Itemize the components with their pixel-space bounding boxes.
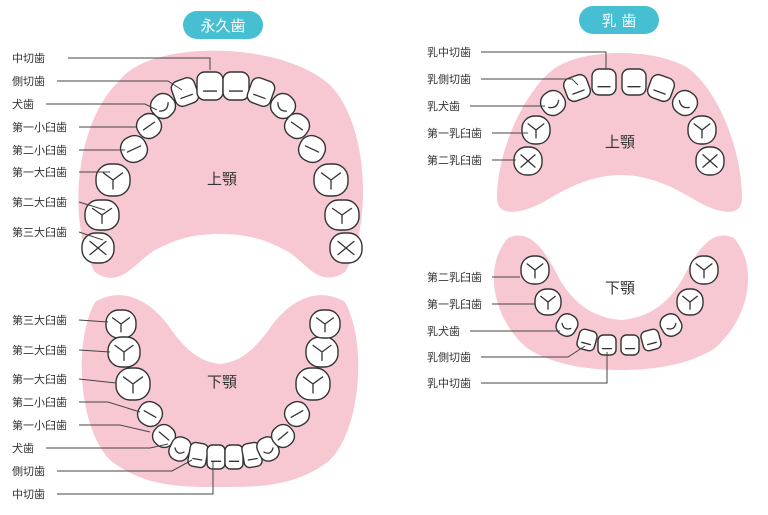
label-yl-lateral-incisor: 乳側切歯 [427,351,471,364]
label-yu-first-molar: 第一乳臼歯 [427,126,482,140]
label-yl-canine: 乳犬歯 [427,324,460,338]
yu-tooth-3 [562,73,592,103]
primary-lower-jaw-label: 下顎 [605,279,635,297]
label-pl-canine: 犬歯 [12,441,34,455]
label-pu-third-molar: 第三大臼歯 [12,225,67,239]
pl-tooth-15 [309,309,341,339]
yu-tooth-0 [513,146,543,176]
pu-tooth-0 [81,232,115,264]
yl-tooth-2 [555,313,579,337]
yl-tooth-5 [620,334,640,356]
pu-tooth-8 [222,71,250,101]
pl-tooth-3 [136,400,164,428]
permanent-lower-labels: 第三大臼歯 第二大臼歯 第一大臼歯 第二小臼歯 第一小臼歯 犬歯 側切歯 中切歯 [12,313,214,501]
pu-tooth-1 [84,199,120,231]
label-yl-central-incisor: 乳中切歯 [427,377,471,390]
pl-tooth-12 [283,400,311,428]
yl-tooth-1 [534,288,562,316]
pu-tooth-7 [196,71,224,101]
yu-tooth-4 [591,68,617,96]
label-pl-first-premolar: 第一小臼歯 [12,418,67,432]
yu-tooth-5 [621,68,647,96]
yu-tooth-1 [521,115,551,145]
label-yu-canine: 乳犬歯 [427,99,460,113]
yl-tooth-7 [659,313,683,337]
label-pu-second-premolar: 第二小臼歯 [12,143,67,157]
teeth-layer [81,68,725,470]
label-pl-second-molar: 第二大臼歯 [12,343,67,357]
pu-tooth-11 [283,112,311,140]
pl-tooth-13 [295,367,331,401]
primary-title: 乳 歯 [602,12,637,30]
yl-tooth-6 [640,328,662,352]
pu-tooth-12 [297,134,327,164]
permanent-title: 永久歯 [200,17,245,35]
pu-tooth-15 [329,232,363,264]
pu-tooth-5 [149,92,177,120]
label-pl-first-molar: 第一大臼歯 [12,372,67,386]
label-pl-central-incisor: 中切歯 [12,488,45,501]
primary-upper-labels: 乳中切歯 乳側切歯 乳犬歯 第一乳臼歯 第二乳臼歯 [427,46,607,167]
permanent-lower-jaw-label: 下顎 [207,373,237,391]
pu-tooth-13 [313,163,349,197]
label-yu-second-molar: 第二乳臼歯 [427,153,482,167]
pl-tooth-8 [224,444,244,470]
yu-tooth-8 [687,115,717,145]
yl-tooth-4 [597,334,617,356]
pu-tooth-4 [135,112,163,140]
yu-tooth-2 [539,89,567,117]
pu-tooth-6 [170,77,200,107]
yu-tooth-7 [671,89,699,117]
permanent-upper-jaw-label: 上顎 [207,170,237,188]
label-pu-lateral-incisor: 側切歯 [12,75,45,88]
yl-tooth-9 [689,255,719,285]
permanent-upper-labels: 中切歯 側切歯 犬歯 第一小臼歯 第二小臼歯 第一大臼歯 第二大臼歯 第三大臼歯 [12,52,211,241]
pu-tooth-2 [95,163,131,197]
pl-tooth-7 [206,444,226,470]
pl-tooth-0 [105,309,137,339]
label-yu-central-incisor: 乳中切歯 [427,46,471,59]
label-yl-second-molar: 第二乳臼歯 [427,270,482,284]
primary-title-badge: 乳 歯 [579,6,659,34]
label-yl-first-molar: 第一乳臼歯 [427,297,482,311]
label-pl-lateral-incisor: 側切歯 [12,465,45,478]
permanent-title-badge: 永久歯 [183,11,263,39]
label-yu-lateral-incisor: 乳側切歯 [427,73,471,86]
label-pl-second-premolar: 第二小臼歯 [12,395,67,409]
label-pu-first-molar: 第一大臼歯 [12,165,67,179]
pu-tooth-14 [324,199,360,231]
pl-tooth-6 [187,441,209,469]
yu-tooth-9 [695,146,725,176]
yu-tooth-6 [646,73,676,103]
yl-tooth-0 [520,255,550,285]
pl-tooth-2 [115,367,151,401]
label-pu-central-incisor: 中切歯 [12,52,45,65]
label-pl-third-molar: 第三大臼歯 [12,313,67,327]
yl-tooth-3 [576,328,598,352]
label-pu-second-molar: 第二大臼歯 [12,195,67,209]
primary-upper-jaw-label: 上顎 [605,133,635,151]
pu-tooth-9 [246,77,276,107]
label-pu-first-premolar: 第一小臼歯 [12,120,67,134]
pl-tooth-14 [305,336,339,368]
pl-tooth-1 [107,336,141,368]
pl-tooth-11 [270,423,296,449]
label-pu-canine: 犬歯 [12,97,34,111]
pu-tooth-3 [119,134,149,164]
yl-tooth-8 [676,288,704,316]
primary-lower-gum [493,235,749,370]
primary-lower-labels: 第二乳臼歯 第一乳臼歯 乳犬歯 乳側切歯 乳中切歯 [427,270,608,390]
